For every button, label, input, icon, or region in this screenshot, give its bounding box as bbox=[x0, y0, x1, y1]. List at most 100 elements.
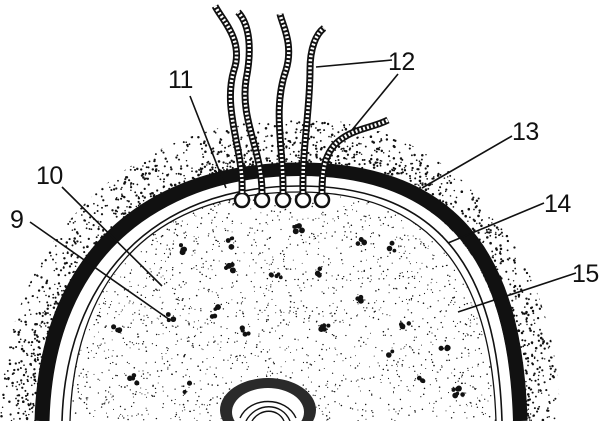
cytoplasm-dot bbox=[429, 351, 430, 352]
cytoplasm-dot bbox=[393, 227, 394, 228]
capsule-dot bbox=[117, 206, 120, 209]
capsule-dot bbox=[36, 334, 38, 336]
capsule-dot bbox=[356, 154, 358, 156]
capsule-dot bbox=[329, 119, 330, 120]
cytoplasm-dot bbox=[104, 402, 105, 403]
cytoplasm-dot bbox=[147, 372, 148, 373]
cytoplasm-dot bbox=[172, 269, 173, 270]
cytoplasm-dot bbox=[386, 314, 387, 315]
capsule-dot bbox=[187, 145, 189, 147]
capsule-dot bbox=[495, 253, 497, 255]
cytoplasm-dot bbox=[176, 299, 177, 300]
cytoplasm-dot bbox=[124, 373, 125, 374]
capsule-dot bbox=[356, 144, 358, 146]
cytoplasm-dot bbox=[204, 404, 205, 405]
cytoplasm-dot bbox=[241, 376, 242, 377]
cytoplasm-dot bbox=[331, 315, 333, 317]
capsule-dot bbox=[163, 185, 165, 187]
cytoplasm-dot bbox=[253, 259, 254, 260]
capsule-dot bbox=[204, 166, 206, 168]
capsule-dot bbox=[54, 270, 55, 271]
capsule-dot bbox=[485, 232, 486, 233]
capsule-dot bbox=[189, 143, 191, 145]
capsule-dot bbox=[89, 228, 91, 230]
cytoplasm-dot bbox=[402, 366, 403, 367]
cytoplasm-dot bbox=[397, 361, 399, 363]
cytoplasm-dot bbox=[122, 309, 123, 310]
capsule-dot bbox=[537, 293, 539, 295]
cytoplasm-dot bbox=[249, 232, 250, 233]
cytoplasm-dot bbox=[272, 220, 273, 221]
capsule-dot bbox=[20, 303, 22, 305]
capsule-dot bbox=[76, 262, 78, 264]
capsule-dot bbox=[483, 196, 485, 198]
cytoplasm-dot bbox=[373, 376, 375, 378]
cytoplasm-dot bbox=[110, 363, 111, 364]
cytoplasm-dot bbox=[318, 386, 320, 388]
cytoplasm-dot bbox=[302, 263, 303, 264]
cytoplasm-dot bbox=[356, 381, 357, 382]
cytoplasm-dot bbox=[197, 400, 199, 402]
cytoplasm-dot bbox=[104, 343, 105, 344]
capsule-dot bbox=[546, 291, 549, 294]
capsule-dot bbox=[130, 186, 132, 188]
cytoplasm-dot bbox=[152, 295, 153, 296]
cytoplasm-dot bbox=[412, 276, 413, 277]
capsule-dot bbox=[369, 162, 371, 164]
cytoplasm-dot bbox=[397, 413, 398, 414]
cytoplasm-dot bbox=[256, 346, 258, 348]
cytoplasm-dot bbox=[439, 290, 440, 291]
capsule-dot bbox=[532, 392, 534, 394]
capsule-dot bbox=[205, 144, 207, 146]
cytoplasm-dot bbox=[468, 204, 469, 205]
capsule-dot bbox=[441, 183, 443, 185]
cytoplasm-dot bbox=[408, 309, 409, 310]
cytoplasm-dot bbox=[363, 271, 364, 272]
capsule-dot bbox=[70, 204, 72, 206]
cytoplasm-dot bbox=[208, 213, 209, 214]
ribosome-dot bbox=[269, 272, 274, 277]
cytoplasm-dot bbox=[223, 196, 224, 197]
cytoplasm-dot bbox=[432, 370, 433, 371]
cytoplasm-dot bbox=[463, 218, 464, 219]
cytoplasm-dot bbox=[343, 322, 344, 323]
cytoplasm-dot bbox=[388, 409, 389, 410]
capsule-dot bbox=[538, 340, 540, 342]
cytoplasm-dot bbox=[190, 358, 191, 359]
cytoplasm-dot bbox=[261, 267, 263, 269]
capsule-dot bbox=[110, 189, 112, 191]
capsule-dot bbox=[41, 247, 42, 248]
cytoplasm-dot bbox=[391, 365, 392, 366]
capsule-dot bbox=[570, 364, 572, 366]
capsule-dot bbox=[13, 369, 15, 371]
capsule-dot bbox=[22, 350, 25, 353]
cytoplasm-dot bbox=[367, 277, 369, 279]
cytoplasm-dot bbox=[86, 382, 88, 384]
capsule-dot bbox=[554, 418, 556, 420]
capsule-dot bbox=[73, 271, 75, 273]
cytoplasm-dot bbox=[99, 345, 100, 346]
cytoplasm-dot bbox=[472, 386, 474, 388]
cytoplasm-dot bbox=[415, 378, 416, 379]
capsule-dot bbox=[19, 303, 20, 304]
cytoplasm-dot bbox=[432, 292, 433, 293]
capsule-dot bbox=[84, 190, 85, 191]
cytoplasm-dot bbox=[477, 407, 478, 408]
capsule-dot bbox=[148, 184, 150, 186]
capsule-dot bbox=[31, 407, 33, 409]
cytoplasm-dot bbox=[88, 352, 89, 353]
capsule-dot bbox=[512, 307, 514, 309]
cytoplasm-dot bbox=[258, 254, 259, 255]
capsule-dot bbox=[478, 193, 480, 195]
cytoplasm-dot bbox=[437, 372, 438, 373]
cytoplasm-dot bbox=[346, 236, 347, 237]
capsule-dot bbox=[502, 260, 505, 263]
cytoplasm-dot bbox=[107, 313, 108, 314]
cytoplasm-dot bbox=[188, 387, 189, 388]
capsule-dot bbox=[533, 334, 535, 336]
cytoplasm-dot bbox=[143, 378, 144, 379]
capsule-dot bbox=[124, 163, 126, 165]
capsule-dot bbox=[18, 331, 21, 334]
cytoplasm-dot bbox=[179, 272, 181, 274]
cytoplasm-dot bbox=[130, 327, 131, 328]
